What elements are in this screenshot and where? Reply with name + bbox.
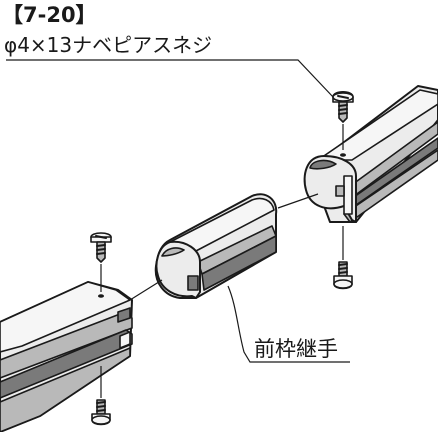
screw-part-name: φ4×13ナベピアスネジ bbox=[4, 33, 212, 57]
top-right-pan-head-screw bbox=[332, 90, 354, 123]
joint-to-left-rail-line bbox=[129, 279, 163, 301]
joint-label: 前枠継手 bbox=[254, 337, 338, 361]
top-left-pan-head-screw bbox=[90, 232, 112, 263]
joint-to-right-rail-line bbox=[277, 193, 319, 209]
bottom-right-pan-head-screw bbox=[333, 261, 353, 290]
front-frame-joint bbox=[154, 193, 278, 299]
screw-leader-line bbox=[6, 59, 335, 99]
left-front-frame-rail bbox=[0, 281, 133, 432]
screw-part-number: 【7-20】 bbox=[2, 3, 97, 27]
right-front-frame-rail bbox=[303, 85, 438, 223]
bottom-left-pan-head-screw bbox=[91, 399, 111, 426]
joint-leader-line bbox=[227, 285, 350, 363]
